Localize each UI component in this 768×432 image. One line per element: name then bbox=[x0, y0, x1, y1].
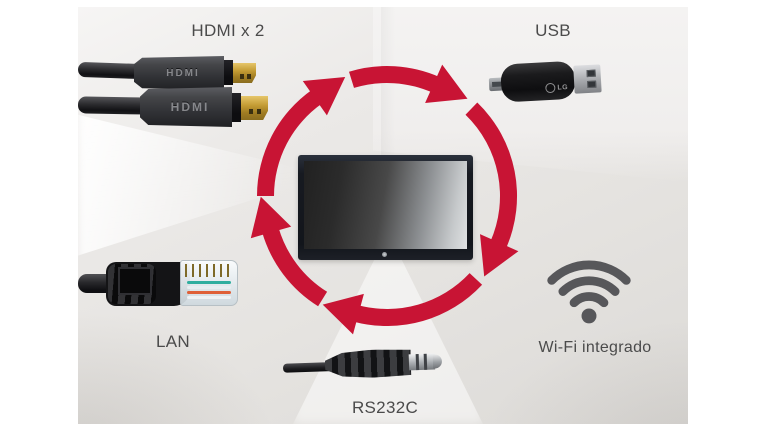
lg-logo-text: LG bbox=[557, 83, 569, 92]
usb-a-connector bbox=[573, 64, 602, 94]
wifi-icon bbox=[547, 260, 631, 324]
lg-logo: LG bbox=[545, 82, 569, 94]
display-illustration bbox=[298, 155, 473, 260]
display-logo-dot bbox=[382, 252, 387, 257]
hdmi-plug-label: HDMI bbox=[170, 100, 210, 114]
rj45-wire bbox=[187, 291, 231, 294]
hdmi-plug-body: HDMI bbox=[134, 56, 224, 90]
hdmi-cable-2-illustration: HDMI bbox=[77, 87, 278, 129]
lg-logo-circle-icon bbox=[545, 82, 556, 94]
usb-label: USB bbox=[535, 21, 571, 40]
lan-label: LAN bbox=[156, 332, 190, 351]
rs232c-label: RS232C bbox=[351, 398, 419, 417]
rs232c-jack-illustration bbox=[282, 347, 444, 383]
rs232c-plug-tip bbox=[432, 354, 443, 369]
wifi-integrated-label: Wi-Fi integrado bbox=[538, 339, 652, 356]
rj45-wire bbox=[187, 296, 231, 299]
rj45-wire bbox=[187, 281, 231, 284]
rj45-pins bbox=[185, 264, 231, 277]
hdmi-plug-body: HDMI bbox=[140, 87, 232, 127]
hdmi-cable-1-illustration: HDMI bbox=[77, 55, 268, 95]
rs232c-plug-body bbox=[324, 348, 411, 379]
rs232c-plug-metal bbox=[408, 353, 436, 371]
display-screen bbox=[304, 161, 467, 249]
hdmi-plug-gold-tip bbox=[233, 63, 256, 83]
rj45-connector bbox=[180, 260, 238, 306]
hdmi-plug-collar bbox=[232, 93, 241, 122]
rj45-wire bbox=[187, 286, 231, 289]
lan-boot-window bbox=[118, 267, 152, 295]
usb-connector-hole bbox=[586, 69, 596, 78]
hdmi-plug-gold-tip bbox=[241, 96, 268, 120]
usb-dongle-illustration: LG bbox=[486, 55, 614, 108]
hdmi-label: HDMI x 2 bbox=[191, 21, 265, 40]
usb-connector-hole bbox=[587, 80, 597, 89]
lan-cable-illustration bbox=[78, 258, 238, 310]
hdmi-plug-label: HDMI bbox=[166, 67, 200, 79]
hdmi-plug-collar bbox=[224, 60, 233, 85]
